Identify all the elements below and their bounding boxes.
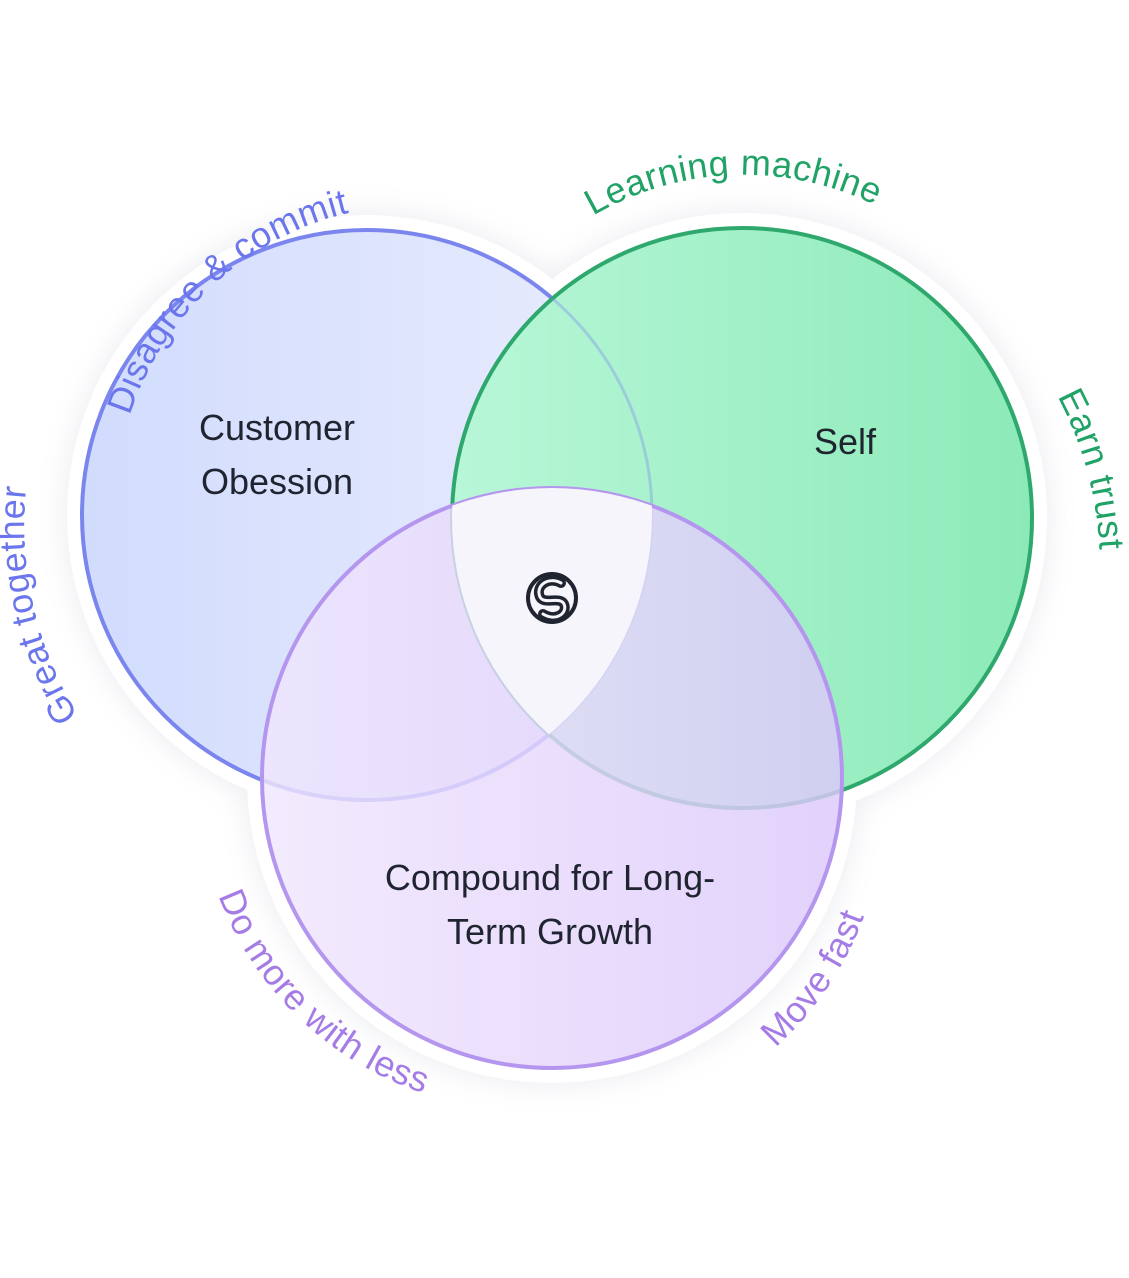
self-label: Self	[814, 421, 877, 462]
compound-growth-label-line1: Compound for Long-	[385, 857, 715, 898]
learning-machine-label: Learning machine	[577, 142, 889, 223]
earn-trust-label: Earn trust	[1050, 382, 1129, 551]
customer-obsession-label-line2: Obession	[201, 461, 353, 502]
customer-obsession-label-line1: Customer	[199, 407, 355, 448]
s-logo-icon	[526, 572, 578, 624]
compound-growth-label-line2: Term Growth	[447, 911, 653, 952]
